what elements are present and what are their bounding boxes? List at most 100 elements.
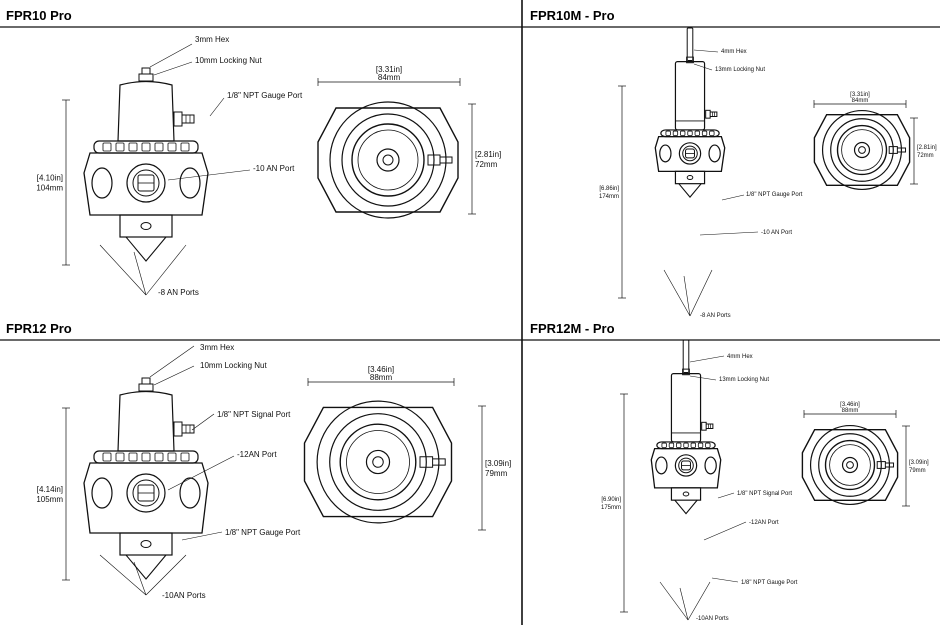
panel-fpr10m-pro: [6.86in]174mm[3.31in]84mm[2.81in]72mm4mm… bbox=[599, 27, 937, 319]
side-port-right bbox=[704, 456, 717, 475]
leader-line bbox=[717, 492, 735, 499]
flange-bolt bbox=[141, 452, 151, 462]
locking-nut bbox=[682, 368, 690, 376]
dimension-mm: 72mm bbox=[475, 160, 498, 169]
flange-bolt bbox=[701, 130, 708, 136]
flange-bolt bbox=[687, 130, 693, 136]
dimension-inches: [3.46in] bbox=[368, 365, 394, 374]
leader-line bbox=[689, 375, 717, 381]
top-housing-inner bbox=[357, 129, 419, 191]
leader-line bbox=[693, 63, 713, 71]
adjuster-rod bbox=[682, 339, 690, 373]
top-housing bbox=[351, 123, 425, 197]
side-port-right bbox=[179, 477, 201, 509]
top-barb bbox=[432, 458, 446, 466]
callout-label: 13mm Locking Nut bbox=[719, 377, 769, 383]
side-port-left bbox=[659, 144, 672, 163]
top-flange-ring bbox=[830, 118, 894, 182]
dimension-mm: 72mm bbox=[917, 153, 934, 159]
top-housing bbox=[824, 439, 876, 491]
spring-housing bbox=[117, 80, 175, 142]
top-outline bbox=[317, 107, 459, 213]
callout-label: -10 AN Port bbox=[253, 164, 295, 173]
top-barb bbox=[440, 156, 453, 164]
leader-line bbox=[181, 531, 223, 541]
port-fitting bbox=[173, 421, 183, 437]
flange-bolt bbox=[128, 142, 138, 152]
locking-nut bbox=[138, 73, 154, 82]
body-tip bbox=[674, 499, 698, 515]
panel-title-fpr12m-pro: FPR12M - Pro bbox=[530, 321, 615, 336]
leader-line bbox=[149, 43, 193, 68]
leader-line bbox=[191, 413, 215, 431]
leader-line bbox=[153, 365, 195, 386]
top-hex bbox=[846, 461, 854, 469]
leader-line bbox=[133, 561, 147, 596]
dimension-mm: 175mm bbox=[601, 505, 621, 511]
flange-bolt bbox=[705, 442, 711, 448]
spring-housing bbox=[674, 60, 706, 131]
leader-line bbox=[687, 581, 711, 621]
leader-line bbox=[689, 355, 725, 363]
leader-line bbox=[167, 455, 235, 491]
dimension-inches: [2.81in] bbox=[917, 145, 937, 151]
top-port-fitting bbox=[876, 461, 886, 469]
leader-line bbox=[721, 194, 745, 201]
flange-bolt bbox=[115, 452, 125, 462]
barb-fitting bbox=[182, 114, 195, 124]
center-port bbox=[678, 142, 702, 165]
callout-label: 1/8" NPT Signal Port bbox=[737, 491, 792, 497]
port-fitting bbox=[173, 111, 183, 127]
flange-bolt bbox=[694, 130, 700, 136]
flange-bolt bbox=[115, 142, 125, 152]
top-outer-ring bbox=[809, 424, 891, 506]
top-nut bbox=[853, 141, 871, 159]
dimension-mm: 84mm bbox=[378, 73, 401, 82]
top-outer-ring bbox=[821, 109, 903, 191]
top-port-fitting bbox=[419, 456, 434, 468]
top-hex bbox=[372, 456, 384, 468]
callout-label: 1/8" NPT Gauge Port bbox=[225, 528, 301, 537]
leader-line bbox=[145, 554, 187, 596]
dimension-inches: [3.09in] bbox=[909, 460, 929, 466]
dimension-inches: [3.46in] bbox=[840, 402, 860, 408]
flange-bolt bbox=[709, 130, 715, 136]
callout-label: 1/8" NPT Gauge Port bbox=[227, 91, 303, 100]
center-port bbox=[126, 473, 166, 513]
top-housing-inner bbox=[829, 444, 871, 486]
leader-line bbox=[663, 269, 691, 317]
callout-label: 1/8" NPT Signal Port bbox=[217, 410, 291, 419]
dimension-inches: [2.81in] bbox=[475, 150, 501, 159]
leader-line bbox=[699, 231, 759, 236]
lower-block bbox=[670, 487, 702, 501]
port-fitting bbox=[705, 109, 711, 119]
top-nut bbox=[365, 449, 391, 475]
callout-label: 10mm Locking Nut bbox=[200, 361, 267, 370]
callout-label: 1/8" NPT Gauge Port bbox=[746, 192, 803, 198]
regulator-body bbox=[83, 462, 209, 534]
flange-bolt bbox=[676, 442, 682, 448]
panel-title-fpr12-pro: FPR12 Pro bbox=[6, 321, 72, 336]
callout-label: -8 AN Ports bbox=[158, 288, 199, 297]
dimension-inches: [4.10in] bbox=[37, 174, 63, 183]
callout-label: -8 AN Ports bbox=[700, 313, 731, 319]
dimension-mm: 88mm bbox=[842, 408, 859, 414]
flange-bolt bbox=[141, 142, 151, 152]
callout-label: 13mm Locking Nut bbox=[715, 67, 765, 73]
top-housing-inner bbox=[841, 129, 883, 171]
body-tip bbox=[125, 554, 167, 580]
center-port bbox=[674, 454, 698, 477]
top-nut bbox=[841, 456, 859, 474]
panel-fpr12-pro: [4.14in]105mm[3.46in]88mm[3.09in]79mm3mm… bbox=[36, 343, 511, 600]
leader-line bbox=[659, 581, 689, 621]
flange-bolt bbox=[661, 442, 667, 448]
top-hex bbox=[382, 154, 394, 166]
leader-line bbox=[711, 577, 739, 583]
top-barb bbox=[885, 462, 895, 468]
top-flange-ring bbox=[341, 113, 435, 207]
side-port-right bbox=[179, 167, 201, 199]
top-housing bbox=[339, 423, 417, 501]
flange-bolt bbox=[680, 130, 686, 136]
dimension-mm: 104mm bbox=[36, 184, 63, 193]
